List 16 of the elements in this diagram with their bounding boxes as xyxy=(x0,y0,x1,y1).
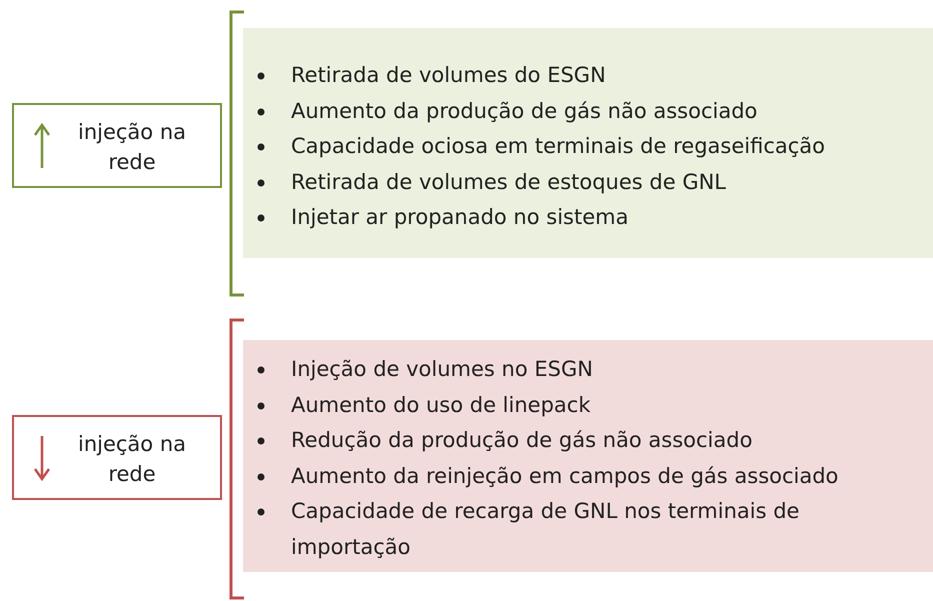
bullet-item: Retirada de volumes de estoques de GNL xyxy=(291,170,726,194)
list-panel xyxy=(243,28,933,258)
bullet-item: Capacidade ociosa em terminais de regaseificação xyxy=(291,134,826,158)
bullet-item: Redução da produção de gás não associado xyxy=(291,428,752,452)
bullet-item: Retirada de volumes do ESGN xyxy=(291,63,606,87)
bullet-item: Aumento da produção de gás não associado xyxy=(291,98,758,122)
bullet-item: Injetar ar propanado no sistema xyxy=(291,205,628,229)
label-text: injeção na rede xyxy=(76,119,187,176)
list-panel xyxy=(243,340,933,572)
label-box xyxy=(12,415,222,500)
bullet-item: Aumento do uso de linepack xyxy=(291,392,590,416)
bullet-item: Injeção de volumes no ESGN xyxy=(291,357,593,381)
bullet-item: Capacidade de recarga de GNL nos terminais de importação xyxy=(291,499,800,558)
label-box xyxy=(12,103,222,188)
label-text: injeção na rede xyxy=(76,431,187,488)
bullet-item: Aumento da reinjeção em campos de gás associado xyxy=(291,464,838,488)
